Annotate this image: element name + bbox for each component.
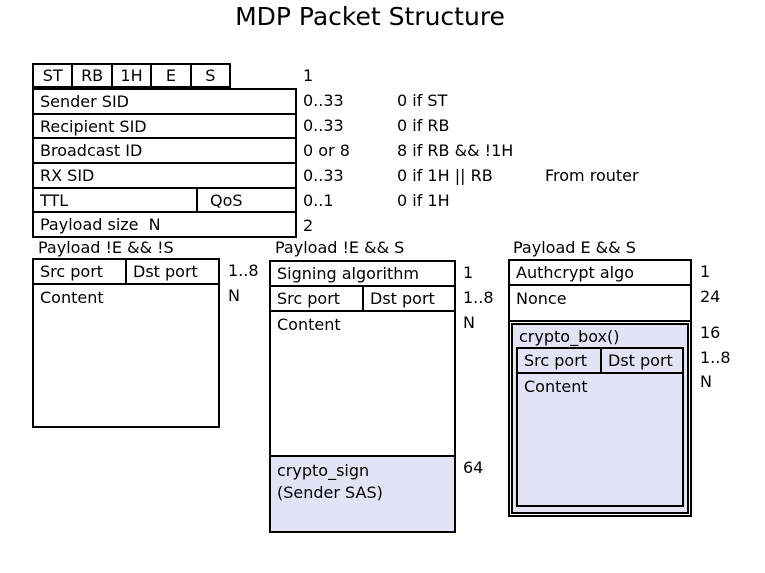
signed-ports-row: Src port Dst port <box>271 287 454 312</box>
encrypted-ports-row: Src port Dst port <box>518 349 682 374</box>
condition-annotation-rx-sid: 0 if 1H || RB <box>397 166 493 185</box>
size-annotation-encrypted-algorithm: 1 <box>700 262 711 281</box>
size-annotation-recipient-sid: 0..33 <box>303 116 344 135</box>
size-annotation-plain-content: N <box>228 286 240 305</box>
note-annotation-rx-sid: From router <box>545 166 639 185</box>
field-row-recipient-sid: Recipient SID <box>34 112 295 138</box>
plain-content-cell: Content <box>40 288 104 307</box>
flag-cell-st: ST <box>34 65 74 86</box>
size-annotation-rx-sid: 0..33 <box>303 166 344 185</box>
size-annotation-plain-ports: 1..8 <box>228 261 259 280</box>
field-row-sender-sid: Sender SID <box>34 90 295 113</box>
crypto-box-nested-box: Src port Dst port Content <box>516 347 684 507</box>
header-fields-box: Sender SID Recipient SID Broadcast ID RX… <box>32 88 297 238</box>
crypto-box-wrapper: crypto_box() Src port Dst port Content <box>510 322 690 515</box>
encrypted-algorithm-row: Authcrypt algo <box>510 261 690 286</box>
size-annotation-payload-size: 2 <box>303 216 314 235</box>
flag-cell-1h: 1H <box>113 65 153 86</box>
size-annotation-signed-ports: 1..8 <box>463 288 494 307</box>
page-title: MDP Packet Structure <box>235 2 505 31</box>
size-annotation-broadcast-id: 0 or 8 <box>303 141 350 160</box>
condition-annotation-sender-sid: 0 if ST <box>397 91 448 110</box>
signed-content-cell: Content <box>277 315 341 334</box>
size-annotation-signed-algorithm: 1 <box>463 263 474 282</box>
size-annotation-ttl-qos: 0..1 <box>303 191 334 210</box>
payload-plain-box: Src port Dst port Content <box>32 258 220 428</box>
flag-cell-e: E <box>152 65 192 86</box>
signed-algorithm-row: Signing algorithm <box>271 262 454 287</box>
field-row-rx-sid: RX SID <box>34 162 295 187</box>
encrypted-content-cell: Content <box>524 377 588 396</box>
field-label: Payload size N <box>40 215 161 235</box>
size-annotation-flags: 1 <box>303 66 314 85</box>
size-annotation-sender-sid: 0..33 <box>303 91 344 110</box>
signed-dst-port-cell: Dst port <box>370 289 435 308</box>
plain-dst-port-cell: Dst port <box>133 262 198 281</box>
plain-ports-row: Src port Dst port <box>34 260 218 285</box>
field-label: Broadcast ID <box>40 141 143 161</box>
size-annotation-signed-content: N <box>463 313 475 332</box>
encrypted-nonce-row: Nonce <box>510 286 690 322</box>
size-annotation-encrypted-ports: 1..8 <box>700 348 731 367</box>
payload-signed-heading: Payload !E && S <box>275 238 405 257</box>
flag-cell-s: S <box>205 66 216 85</box>
field-label: Sender SID <box>40 91 129 111</box>
field-cell-ttl: TTL <box>34 188 198 212</box>
condition-annotation-recipient-sid: 0 if RB <box>397 116 450 135</box>
plain-src-port-cell: Src port <box>34 260 127 283</box>
size-annotation-crypto-box: 16 <box>700 323 721 342</box>
payload-encrypted-heading: Payload E && S <box>513 238 636 257</box>
payload-plain-heading: Payload !E && !S <box>38 238 174 257</box>
size-annotation-nonce: 24 <box>700 287 721 306</box>
field-row-broadcast-id: Broadcast ID <box>34 137 295 162</box>
size-annotation-crypto-sign: 64 <box>463 458 484 477</box>
field-label: Recipient SID <box>40 116 147 136</box>
signed-src-port-cell: Src port <box>271 287 364 310</box>
condition-annotation-ttl-qos: 0 if 1H <box>397 191 450 210</box>
condition-annotation-broadcast-id: 8 if RB && !1H <box>397 141 514 160</box>
flag-cell-rb: RB <box>73 65 113 86</box>
crypto-sign-line1: crypto_sign <box>277 461 370 480</box>
crypto-sign-cell: crypto_sign (Sender SAS) <box>271 455 454 531</box>
size-annotation-encrypted-content: N <box>700 372 712 391</box>
crypto-box-region: crypto_box() Src port Dst port Content <box>511 323 689 514</box>
crypto-box-label: crypto_box() <box>519 326 620 346</box>
field-cell-qos: QoS <box>210 190 243 210</box>
payload-signed-box: Signing algorithm Src port Dst port Cont… <box>269 260 456 533</box>
encrypted-dst-port-cell: Dst port <box>608 351 673 370</box>
field-row-ttl-qos: TTL QoS <box>34 186 295 212</box>
field-label: RX SID <box>40 165 95 185</box>
flags-row: ST RB 1H E S <box>32 63 231 88</box>
payload-encrypted-box: Authcrypt algo Nonce crypto_box() Src po… <box>508 259 692 517</box>
encrypted-src-port-cell: Src port <box>518 349 602 372</box>
crypto-sign-line2: (Sender SAS) <box>277 483 383 502</box>
field-row-payload-size: Payload size N <box>34 211 295 236</box>
